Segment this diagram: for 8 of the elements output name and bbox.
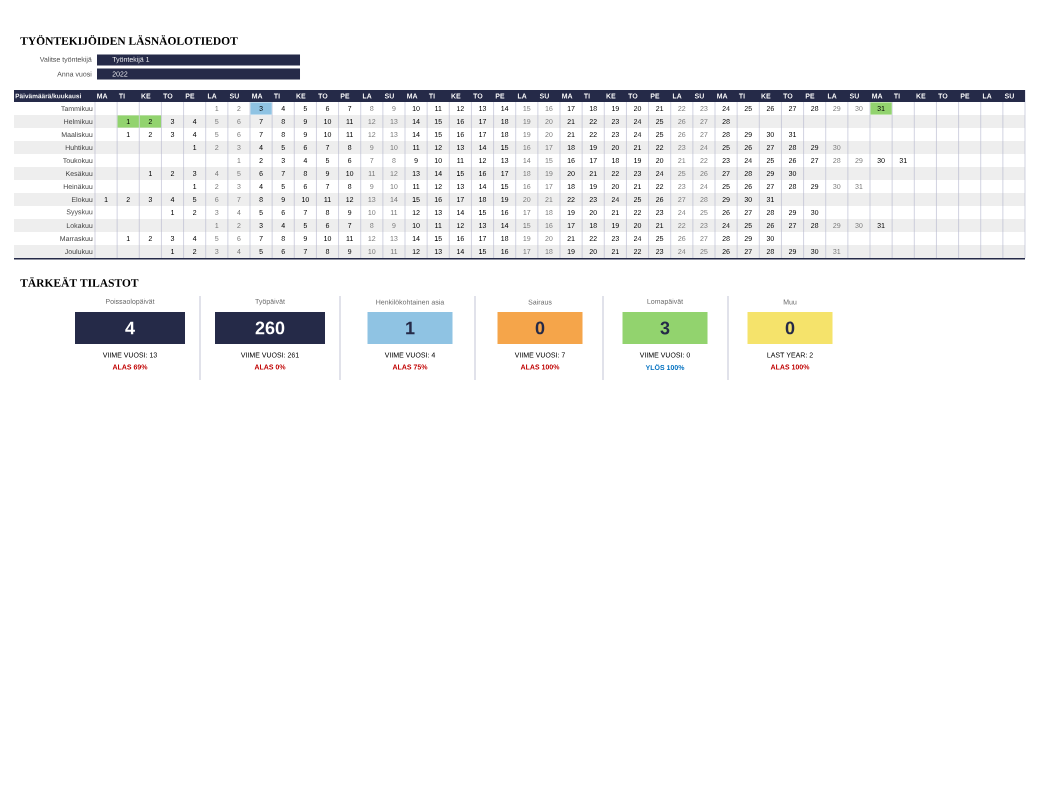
- title: TYÖNTEKIJÖIDEN LÄSNÄOLOTIEDOT: [20, 35, 238, 45]
- stat-box: 0: [747, 312, 833, 344]
- stat-box: 260: [215, 312, 325, 344]
- stat-box: 4: [75, 312, 185, 344]
- stat-box: 3: [622, 312, 708, 344]
- stat-box: 1: [367, 312, 453, 344]
- section-heading: TÄRKEÄT TILASTOT: [20, 277, 139, 287]
- stat-box: 0: [497, 312, 583, 344]
